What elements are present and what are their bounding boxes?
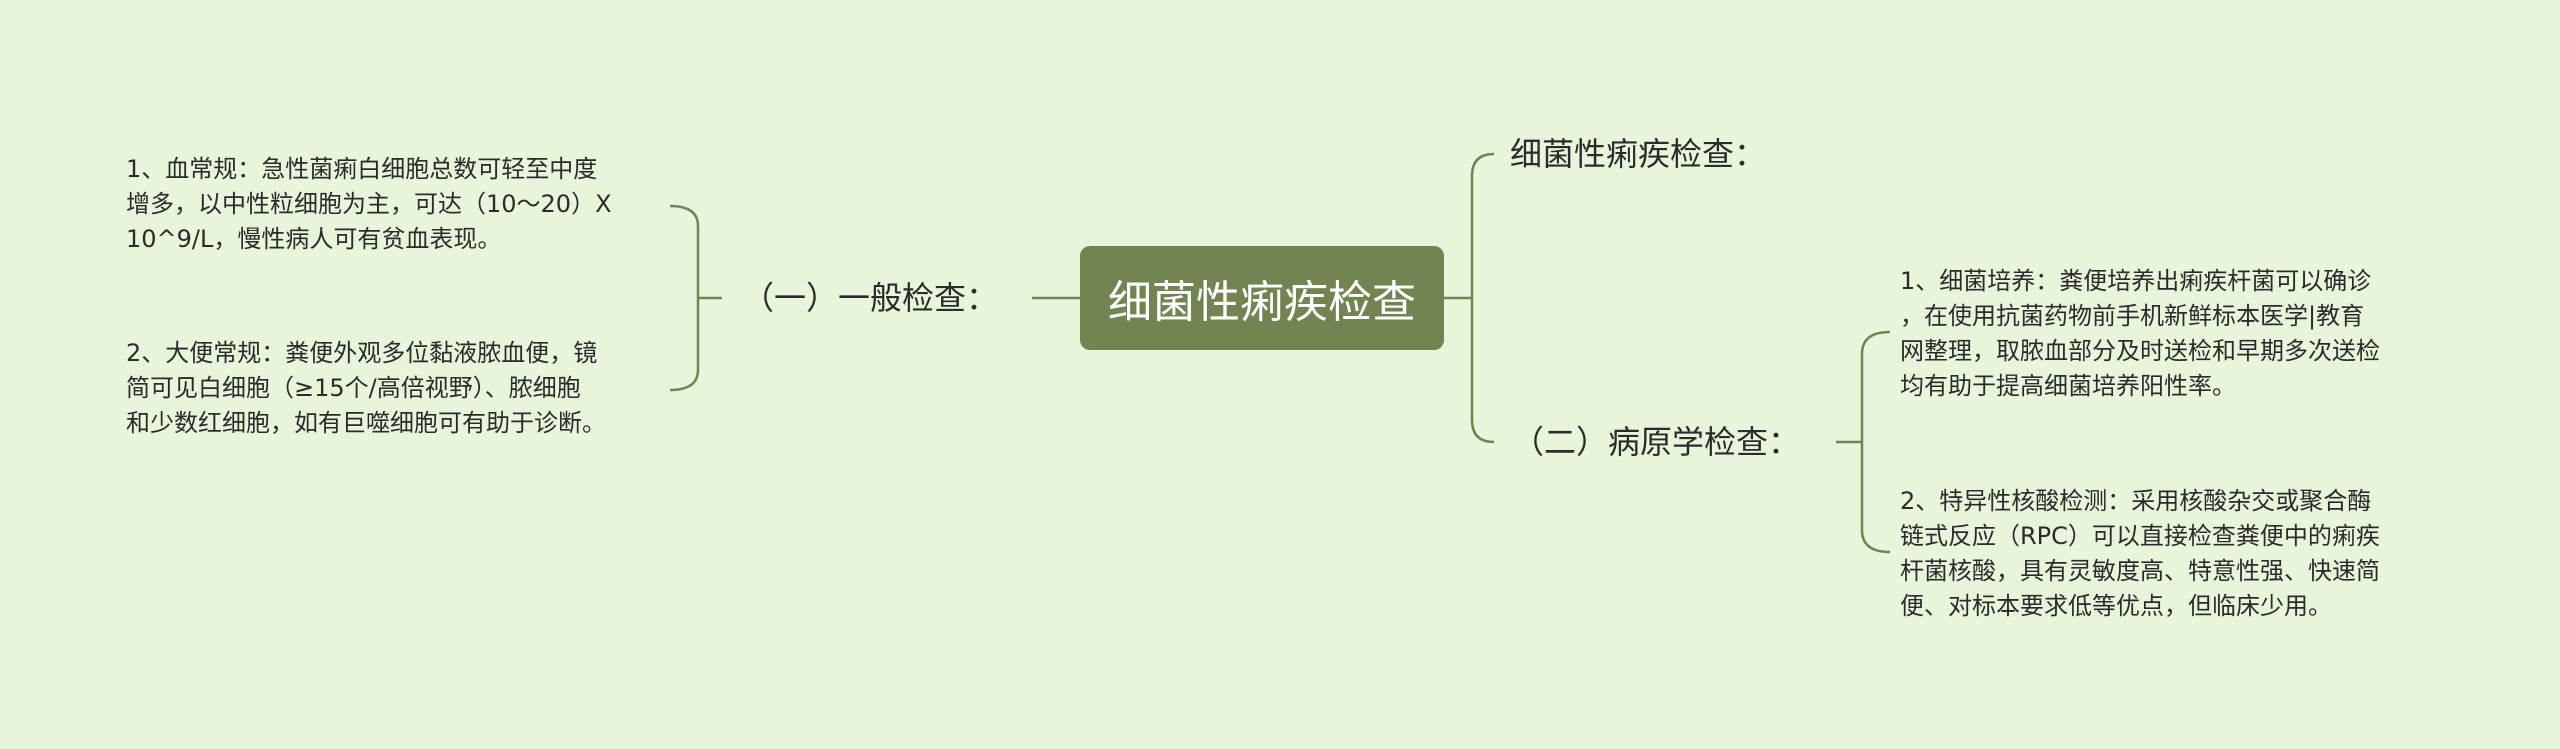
bracket-trunk-right xyxy=(1470,152,1495,444)
bracket-left xyxy=(669,204,700,392)
leaf-line: 10^9/L，慢性病人可有贫血表现。 xyxy=(126,225,502,253)
leaf-line: 2、大便常规：粪便外观多位黏液脓血便，镜 xyxy=(126,339,598,367)
leaf-line: 均有助于提高细菌培养阳性率。 xyxy=(1900,372,2236,400)
branch-general-exam-label: （一）一般检查： xyxy=(742,279,999,317)
leaf-line: 增多，以中性粒细胞为主，可达（10～20）X xyxy=(126,190,612,218)
leaf-line: 1、细菌培养：粪便培养出痢疾杆菌可以确诊 xyxy=(1900,267,2372,295)
leaf-line: 和少数红细胞，如有巨噬细胞可有助于诊断。 xyxy=(126,409,606,437)
branch-pathogen-exam-label: （二）病原学检查： xyxy=(1512,423,1801,461)
leaf-nucleic-acid-test[interactable]: 2、特异性核酸检测：采用核酸杂交或聚合酶 链式反应（RPC）可以直接检查粪便中的… xyxy=(1900,484,2460,624)
leaf-line: 2、特异性核酸检测：采用核酸杂交或聚合酶 xyxy=(1900,487,2372,515)
central-topic[interactable]: 细菌性痢疾检查 xyxy=(1080,246,1444,350)
branch-top-right-label: 细菌性痢疾检查： xyxy=(1510,135,1767,173)
leaf-line: 杆菌核酸，具有灵敏度高、特意性强、快速简 xyxy=(1900,557,2380,585)
leaf-stool-routine[interactable]: 2、大便常规：粪便外观多位黏液脓血便，镜 简可见白细胞（≥15个/高倍视野）、脓… xyxy=(126,336,686,441)
leaf-line: 网整理，取脓血部分及时送检和早期多次送检 xyxy=(1900,337,2380,365)
leaf-line: ，在使用抗菌药物前手机新鲜标本医学|教育 xyxy=(1900,302,2365,330)
branch-general-exam[interactable]: （一）一般检查： xyxy=(742,278,998,318)
leaf-line: 简可见白细胞（≥15个/高倍视野）、脓细胞 xyxy=(126,374,581,402)
leaf-blood-routine[interactable]: 1、血常规：急性菌痢白细胞总数可轻至中度 增多，以中性粒细胞为主，可达（10～2… xyxy=(126,152,686,257)
bracket-right xyxy=(1860,330,1891,554)
central-topic-label: 细菌性痢疾检查 xyxy=(1108,277,1416,328)
branch-pathogen-exam[interactable]: （二）病原学检查： xyxy=(1512,422,1800,462)
leaf-line: 链式反应（RPC）可以直接检查粪便中的痢疾 xyxy=(1900,522,2380,550)
leaf-bacterial-culture[interactable]: 1、细菌培养：粪便培养出痢疾杆菌可以确诊 ，在使用抗菌药物前手机新鲜标本医学|教… xyxy=(1900,264,2460,404)
leaf-line: 1、血常规：急性菌痢白细胞总数可轻至中度 xyxy=(126,155,598,183)
leaf-line: 便、对标本要求低等优点，但临床少用。 xyxy=(1900,592,2332,620)
branch-top-right[interactable]: 细菌性痢疾检查： xyxy=(1510,134,1766,174)
